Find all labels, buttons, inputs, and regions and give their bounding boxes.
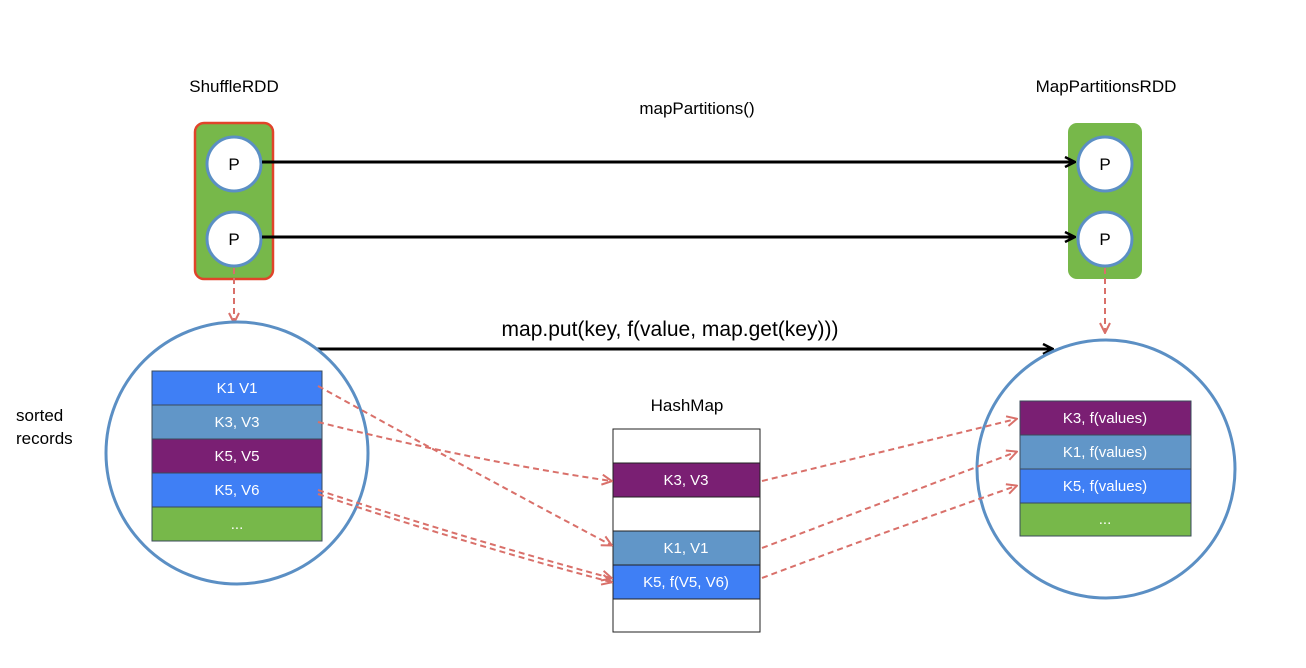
hashmap-slot-2: [612, 462, 761, 498]
sorted-record-1-text: K1 V1: [217, 380, 258, 397]
sorted-record-4: [151, 472, 323, 508]
sorted-record-5-text: ...: [231, 516, 244, 533]
hashmap-slot-5-text: K5, f(V5, V6): [643, 574, 729, 591]
result-records-list: K3, f(values) K1, f(values) K5, f(values…: [1019, 400, 1192, 537]
hashmap-slot-4-text: K1, V1: [663, 540, 708, 557]
arrow-k1-to-hashmap: [317, 385, 611, 545]
shuffle-rdd-title: ShuffleRDD: [189, 77, 278, 96]
partition-label: P: [228, 230, 239, 249]
sorted-record-3-text: K5, V5: [214, 448, 259, 465]
shuffle-partition-2: P: [205, 210, 263, 268]
mapped-partition-1: P: [1076, 135, 1134, 193]
arrow-hashmap-k1-to-result: [761, 452, 1016, 549]
hashmap-table: K3, V3 K1, V1 K5, f(V5, V6): [612, 428, 761, 633]
mapped-partition-2: P: [1076, 210, 1134, 268]
sorted-record-5: [151, 506, 323, 542]
arrow-hashmap-k3-to-result: [761, 419, 1016, 482]
output-arrows: [761, 419, 1016, 579]
hashmap-slot-6: [612, 598, 761, 633]
hashmap-slot-3: [612, 496, 761, 532]
map-partitions-rdd-title: MapPartitionsRDD: [1036, 77, 1177, 96]
hashmap-slot-2-text: K3, V3: [663, 472, 708, 489]
hashmap-slot-1: [612, 428, 761, 464]
sorted-record-2-text: K3, V3: [214, 414, 259, 431]
hashmap-slot-4: [612, 530, 761, 566]
sorted-record-1: [151, 370, 323, 406]
sorted-records-label-line1: sorted: [16, 406, 63, 425]
result-record-4: [1019, 502, 1192, 537]
map-put-label: map.put(key, f(value, map.get(key))): [502, 318, 839, 341]
sorted-records-label-line2: records: [16, 429, 73, 448]
insert-arrows: [317, 385, 611, 582]
result-record-1: [1019, 400, 1192, 436]
result-record-3-text: K5, f(values): [1063, 478, 1147, 495]
shuffle-partition-1: P: [205, 135, 263, 193]
result-record-1-text: K3, f(values): [1063, 410, 1147, 427]
sorted-record-3: [151, 438, 323, 474]
arrow-hashmap-k5-to-result: [761, 486, 1016, 579]
partition-label: P: [228, 155, 239, 174]
map-partitions-call-label: mapPartitions(): [639, 99, 754, 118]
partition-label: P: [1099, 230, 1110, 249]
result-record-4-text: ...: [1099, 511, 1112, 528]
sorted-records-list: K1 V1 K3, V3 K5, V5 K5, V6 ...: [151, 370, 323, 542]
sorted-record-2: [151, 404, 323, 440]
result-record-2-text: K1, f(values): [1063, 444, 1147, 461]
arrow-k5v5-to-hashmap: [317, 489, 611, 578]
partition-label: P: [1099, 155, 1110, 174]
arrow-k3-to-hashmap: [317, 421, 611, 481]
hashmap-title: HashMap: [651, 396, 724, 415]
arrow-k5v6-to-hashmap: [317, 493, 611, 582]
sorted-record-4-text: K5, V6: [214, 482, 259, 499]
